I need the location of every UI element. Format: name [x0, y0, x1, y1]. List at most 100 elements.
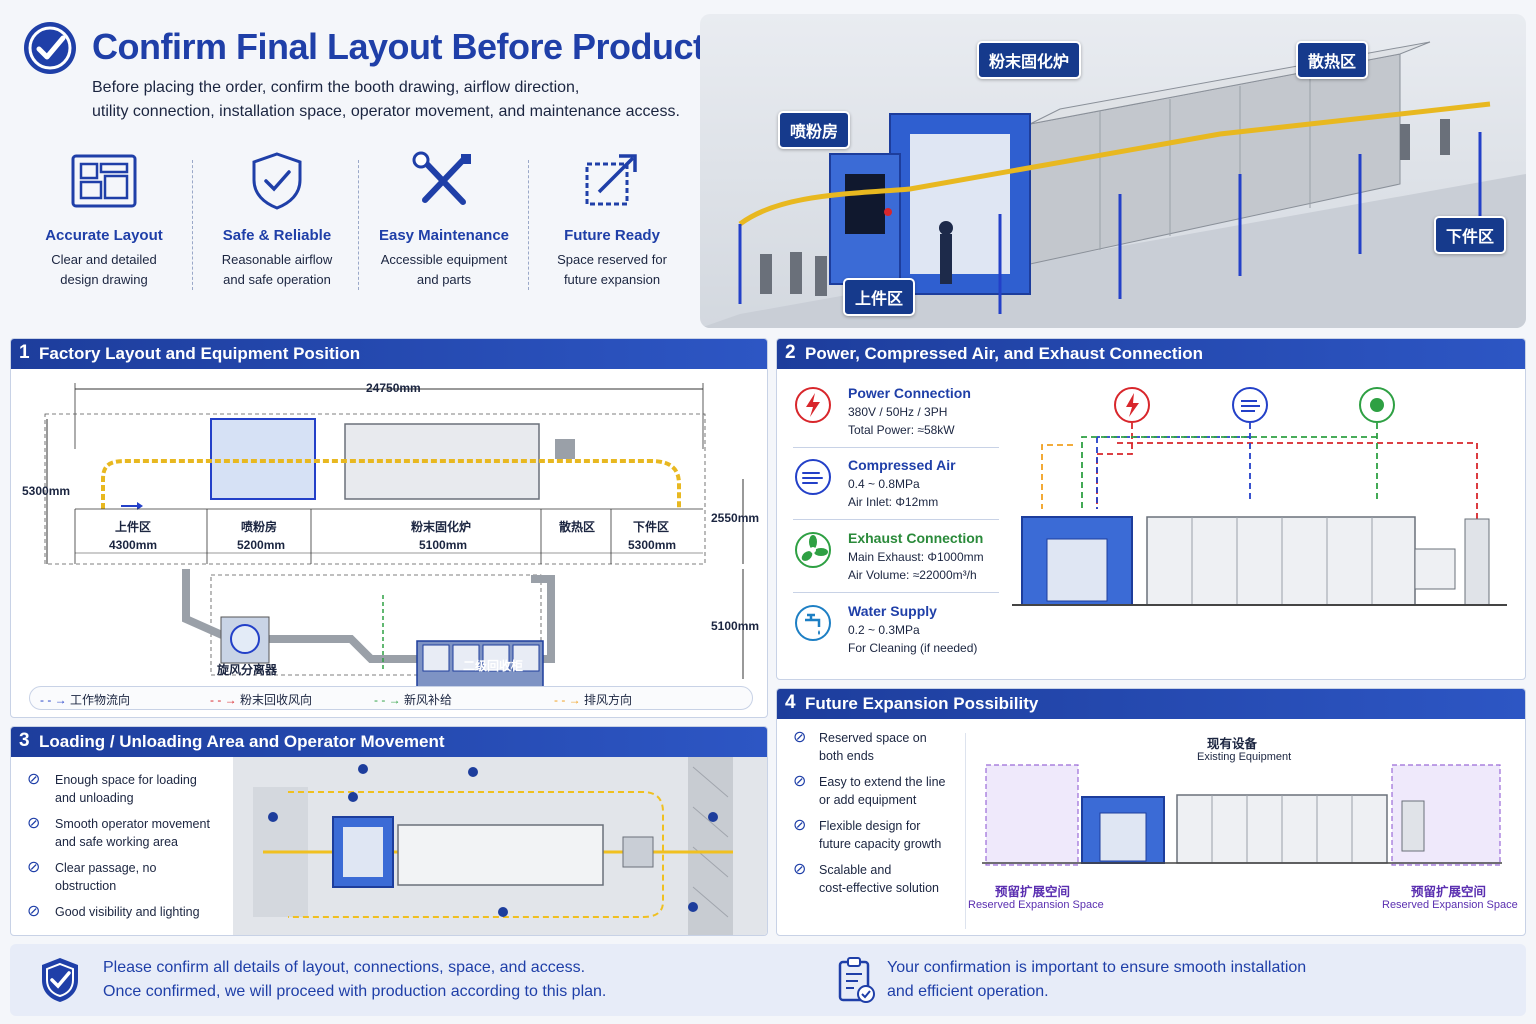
dim-total-width: 5300mm: [22, 484, 71, 498]
footer-left-text: Please confirm all details of layout, co…: [103, 959, 607, 1000]
existing-equipment-cn: 现有设备: [1207, 737, 1258, 751]
layout-drawing: [44, 383, 744, 702]
cyclone-label: 旋风分离器: [217, 663, 278, 677]
check-text: Good visibility and lighting: [55, 905, 200, 919]
lightning-icon: [795, 387, 831, 423]
page-subtitle: Before placing the order, confirm the bo…: [92, 76, 732, 124]
tag-loading: 上件区: [843, 278, 916, 316]
tag-cooling: 散热区: [1296, 41, 1369, 79]
check-icon: ⊘: [27, 859, 41, 876]
clipboard-check-icon: [838, 957, 875, 1003]
fan-icon: [795, 532, 831, 568]
zone-oven-size: 5100mm: [419, 538, 468, 552]
exhaust-connection-item: Exhaust Connection Main Exhaust: Φ1000mm…: [793, 530, 984, 582]
zone-booth-label: 喷粉房: [241, 520, 278, 534]
dim-total-length: 24750mm: [366, 381, 421, 395]
air-flow-icon: [795, 459, 831, 495]
footer-right-text: Your confirmation is important to ensure…: [887, 959, 1307, 1000]
subtitle-line-2: utility connection, installation space, …: [92, 103, 680, 120]
legend-workpiece: - - → 工作物流向: [40, 693, 131, 707]
zone-loading-label: 上件区: [115, 520, 152, 534]
check-icon: ⊘: [27, 903, 41, 920]
expand-arrow-icon: [585, 154, 637, 206]
divider: [965, 733, 966, 929]
item-title: Exhaust Connection: [848, 530, 984, 546]
check-icon: ⊘: [27, 771, 41, 788]
item-title: Water Supply: [848, 603, 937, 619]
zone-cooling-label: 散热区: [559, 520, 596, 534]
check-icon: ⊘: [793, 817, 807, 834]
legend-fresh-air: - - → 新风补给: [374, 693, 453, 707]
tag-booth: 喷粉房: [778, 111, 851, 149]
operator-movement-drawing: [233, 757, 767, 935]
feature-title: Safe & Reliable: [222, 227, 332, 244]
feature-title: Easy Maintenance: [378, 227, 510, 244]
wrench-screwdriver-icon: [412, 151, 471, 205]
expansion-drawing: [982, 764, 1502, 866]
legend-powder-recovery: - - → 粉末回收风向: [210, 693, 313, 707]
reserved-space-right-en: Reserved Expansion Space: [1382, 899, 1518, 911]
production-line-illustration: 粉末固化炉 散热区 喷粉房 下件区 上件区: [700, 14, 1526, 328]
item-title: Compressed Air: [848, 457, 956, 473]
item-title: Power Connection: [848, 385, 971, 401]
flow-legend: - - → 工作物流向 - - → 粉末回收风向 - - → 新风补给 - - …: [29, 686, 753, 710]
check-icon: ⊘: [793, 729, 807, 746]
divider: [793, 592, 999, 593]
footer-banner: Please confirm all details of layout, co…: [10, 944, 1526, 1016]
check-icon: ⊘: [793, 861, 807, 878]
tag-oven: 粉末固化炉: [977, 41, 1082, 79]
recovery-label: 二级回收柜: [463, 659, 524, 673]
divider: [528, 160, 529, 290]
existing-equipment-en: Existing Equipment: [1197, 751, 1292, 763]
connection-schematic: [1012, 387, 1507, 606]
dim-right-top: 2550mm: [711, 511, 760, 525]
zone-booth-size: 5200mm: [237, 538, 286, 552]
check-item: ⊘ Good visibility and lighting: [27, 903, 200, 921]
tag-unloading: 下件区: [1434, 216, 1507, 254]
dim-right-bottom: 5100mm: [711, 619, 760, 633]
check-icon: ⊘: [793, 773, 807, 790]
blueprint-icon: [71, 154, 137, 208]
zone-oven-label: 粉末固化炉: [411, 520, 472, 534]
reserved-space-left-cn: 预留扩展空间: [995, 885, 1071, 899]
zone-unloading-label: 下件区: [633, 520, 670, 534]
faucet-icon: [795, 605, 831, 641]
reserved-space-right-cn: 预留扩展空间: [1411, 885, 1487, 899]
shield-check-icon: [252, 152, 302, 210]
